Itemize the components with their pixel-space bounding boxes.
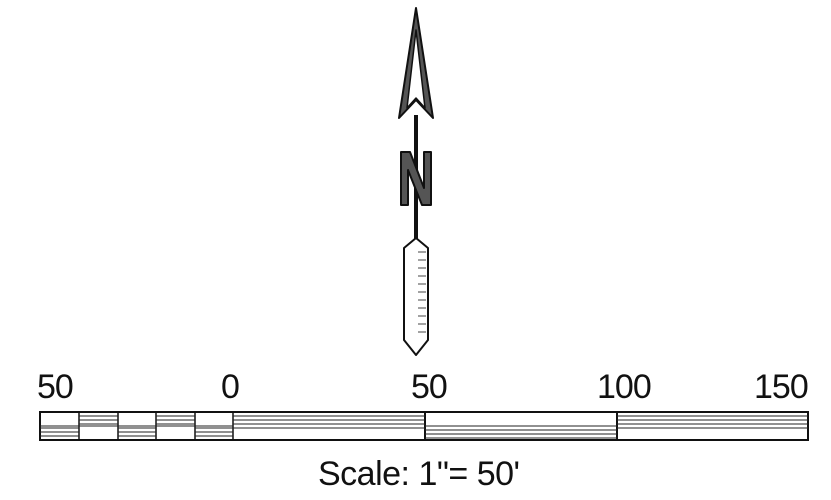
tick-label-100: 100 xyxy=(597,368,651,406)
tick-label-0: 0 xyxy=(221,368,239,406)
scale-caption: Scale: 1"= 50' xyxy=(318,455,520,493)
scale-bar xyxy=(39,411,809,441)
tick-label-left-50: 50 xyxy=(37,368,73,406)
tick-label-50: 50 xyxy=(411,368,447,406)
north-letter-icon xyxy=(400,151,432,206)
tick-label-150: 150 xyxy=(754,368,808,406)
scale-tick-labels: 50 0 50 100 150 xyxy=(37,368,809,406)
north-arrow-icon xyxy=(398,7,434,356)
